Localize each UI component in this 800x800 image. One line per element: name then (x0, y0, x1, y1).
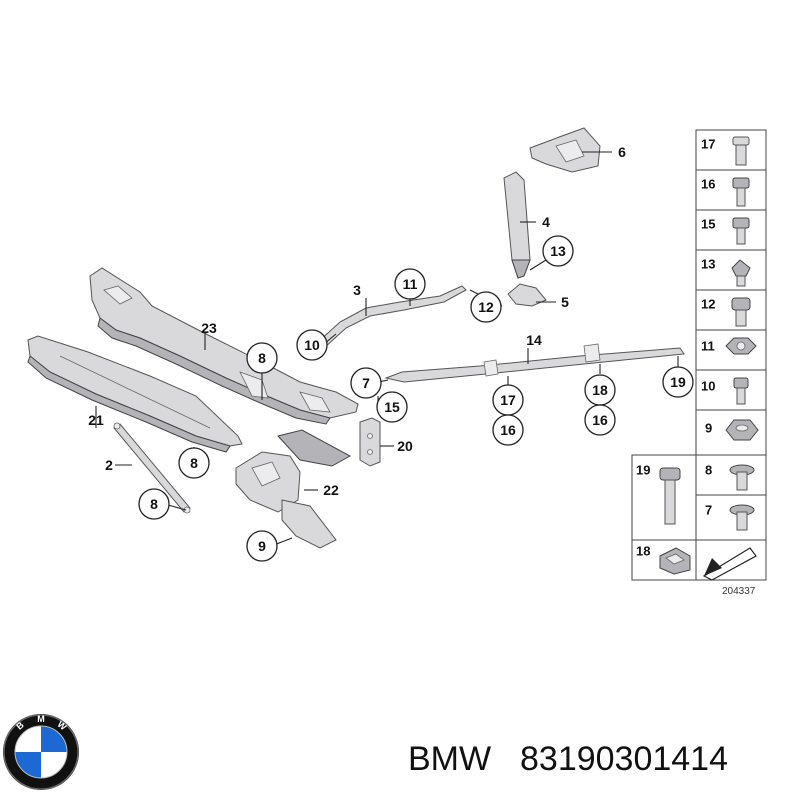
fastener-9-nut (725, 419, 759, 441)
callout-22: 22 (323, 482, 339, 498)
callout-2: 2 (105, 457, 113, 473)
direction-arrow-icon (702, 547, 757, 581)
callout-4: 4 (542, 214, 550, 230)
table-label-15: 15 (701, 217, 715, 232)
svg-text:B: B (14, 719, 26, 731)
fastener-15-bolt (732, 217, 750, 245)
callout-circle-18: 18 (584, 374, 616, 406)
part-number: 83190301414 (520, 740, 728, 778)
fastener-12-bolt (731, 297, 751, 327)
svg-text:10: 10 (304, 337, 320, 353)
svg-text:8: 8 (190, 455, 198, 471)
part-5-base-mount (507, 283, 547, 307)
svg-text:12: 12 (478, 299, 494, 315)
table-label-10: 10 (701, 379, 715, 394)
fastener-17-bolt (732, 136, 750, 166)
callout-6: 6 (618, 144, 626, 160)
fastener-10-bolt (733, 377, 749, 405)
svg-text:8: 8 (258, 350, 266, 366)
callout-23: 23 (201, 320, 217, 336)
callout-circle-8c: 8 (138, 488, 170, 520)
part-3-bar (317, 285, 467, 349)
part-20-plate (359, 417, 381, 467)
fastener-19-bolt (659, 467, 681, 525)
table-label-19: 19 (636, 463, 650, 478)
callout-circle-12: 12 (470, 291, 502, 323)
callout-circle-15: 15 (376, 391, 408, 423)
callout-circle-16a: 16 (492, 414, 524, 446)
table-label-12: 12 (701, 297, 715, 312)
table-label-17: 17 (701, 137, 715, 152)
svg-text:13: 13 (550, 243, 566, 259)
svg-text:M: M (37, 714, 45, 724)
fastener-8-screw (729, 464, 755, 491)
svg-text:16: 16 (592, 412, 608, 428)
callout-circle-11: 11 (394, 268, 426, 300)
callout-circle-16b: 16 (584, 404, 616, 436)
bmw-roundel-icon: B M W (3, 714, 79, 790)
table-label-8: 8 (705, 463, 712, 478)
callout-circle-13: 13 (542, 235, 574, 267)
callout-circle-7: 7 (350, 367, 382, 399)
callout-14: 14 (526, 332, 542, 348)
callout-circle-17: 17 (492, 384, 524, 416)
svg-text:7: 7 (362, 375, 370, 391)
callout-3: 3 (353, 282, 361, 298)
callout-circle-8b: 8 (178, 447, 210, 479)
table-label-9: 9 (705, 421, 712, 436)
fastener-16-bolt (732, 177, 750, 207)
part-22-bracket (235, 429, 352, 549)
brand-name: BMW (408, 740, 491, 778)
table-label-7: 7 (705, 503, 712, 518)
callout-20: 20 (397, 438, 413, 454)
fastener-table: 17 16 15 13 12 11 10 9 8 7 19 18 (631, 129, 767, 581)
svg-text:16: 16 (500, 422, 516, 438)
part-6-top-mount (529, 127, 601, 173)
diagram-code: 204337 (722, 586, 756, 597)
svg-text:17: 17 (500, 392, 516, 408)
part-14-cross-bar (384, 343, 685, 383)
callout-circle-8a: 8 (246, 342, 278, 374)
part-23-upper-carrier (89, 267, 359, 425)
callout-circle-19: 19 (662, 366, 694, 398)
part-21-lower-beam (27, 335, 243, 453)
callout-circle-10: 10 (296, 329, 328, 361)
svg-text:15: 15 (384, 399, 400, 415)
svg-text:8: 8 (150, 496, 158, 512)
svg-text:9: 9 (258, 538, 266, 554)
part-2-strut (113, 422, 191, 514)
svg-text:11: 11 (403, 276, 418, 292)
part-4-vertical-strut (503, 171, 531, 279)
callout-21: 21 (88, 412, 104, 428)
table-label-18: 18 (636, 544, 650, 559)
fastener-13-nut (731, 259, 751, 287)
fastener-11-nut (725, 337, 757, 355)
fastener-18-clip (659, 547, 691, 575)
svg-text:19: 19 (670, 374, 686, 390)
table-label-16: 16 (701, 177, 715, 192)
callout-5: 5 (561, 294, 569, 310)
svg-text:18: 18 (592, 382, 608, 398)
fastener-7-screw (729, 504, 755, 531)
callout-circle-9: 9 (246, 530, 278, 562)
table-label-11: 11 (701, 339, 715, 354)
table-label-13: 13 (701, 257, 715, 272)
